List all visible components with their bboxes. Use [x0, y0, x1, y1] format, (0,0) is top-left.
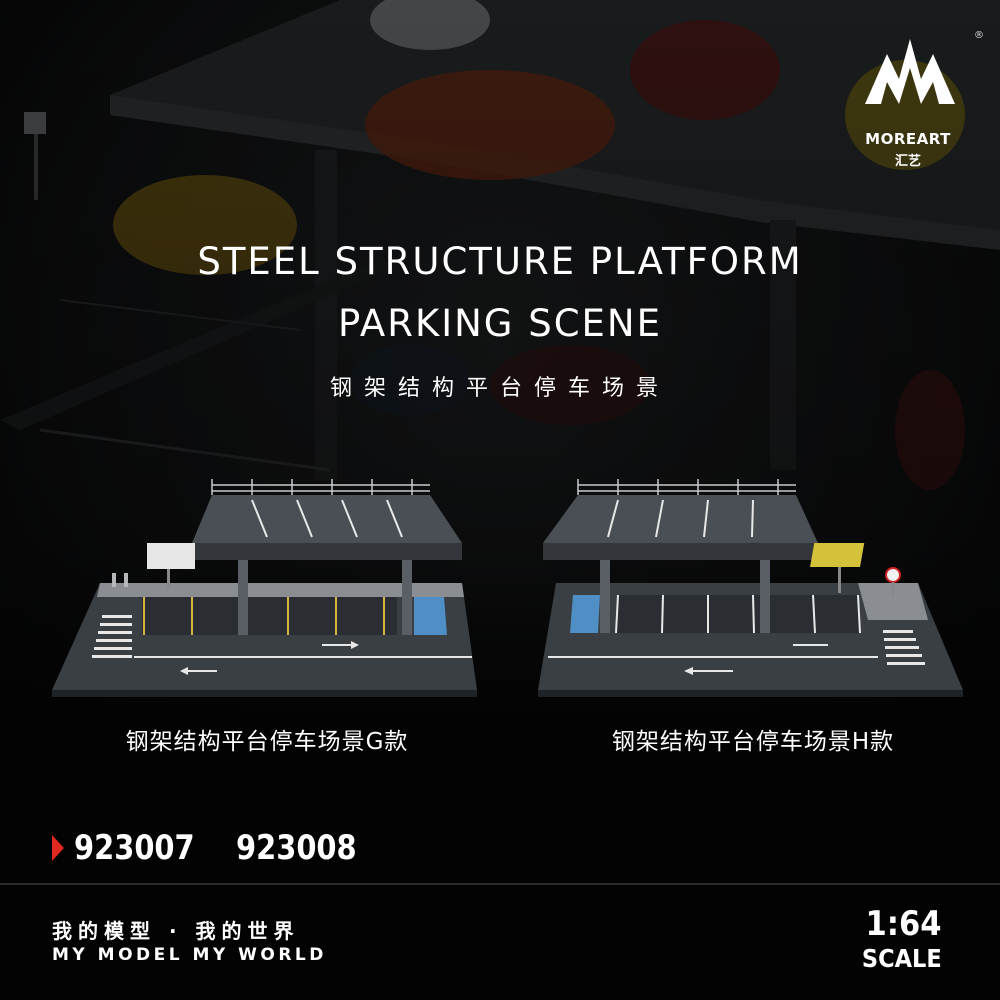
headline-chinese: 钢架结构平台停车场景: [329, 376, 670, 401]
red-arrow-icon: [52, 835, 64, 861]
footer-divider: [0, 883, 1000, 885]
product-code-g: 923007: [74, 828, 195, 868]
scale-ratio: 1:64: [865, 904, 942, 944]
product-codes: 923007 923008: [52, 828, 398, 868]
product-caption-g: 钢架结构平台停车场景G款: [125, 729, 409, 755]
registered-mark: ®: [974, 30, 984, 41]
scale-label: SCALE: [862, 944, 942, 973]
headline-line-2: PARKING SCENE: [337, 302, 662, 345]
slogan-english: MY MODEL MY WORLD: [52, 945, 327, 965]
brand-logo: ® MOREART 汇艺: [833, 28, 988, 169]
headline-line-1: STEEL STRUCTURE PLATFORM: [197, 240, 803, 283]
product-image-h: [538, 479, 963, 697]
brand-name-chinese: 汇艺: [894, 154, 921, 169]
mountain-logo-icon: [865, 39, 955, 104]
brand-name: MOREART: [865, 130, 951, 148]
product-code-h: 923008: [235, 828, 357, 868]
product-image-g: [52, 479, 477, 697]
product-caption-h: 钢架结构平台停车场景H款: [611, 729, 895, 755]
slogan-chinese: 我的模型 · 我的世界: [52, 919, 300, 943]
